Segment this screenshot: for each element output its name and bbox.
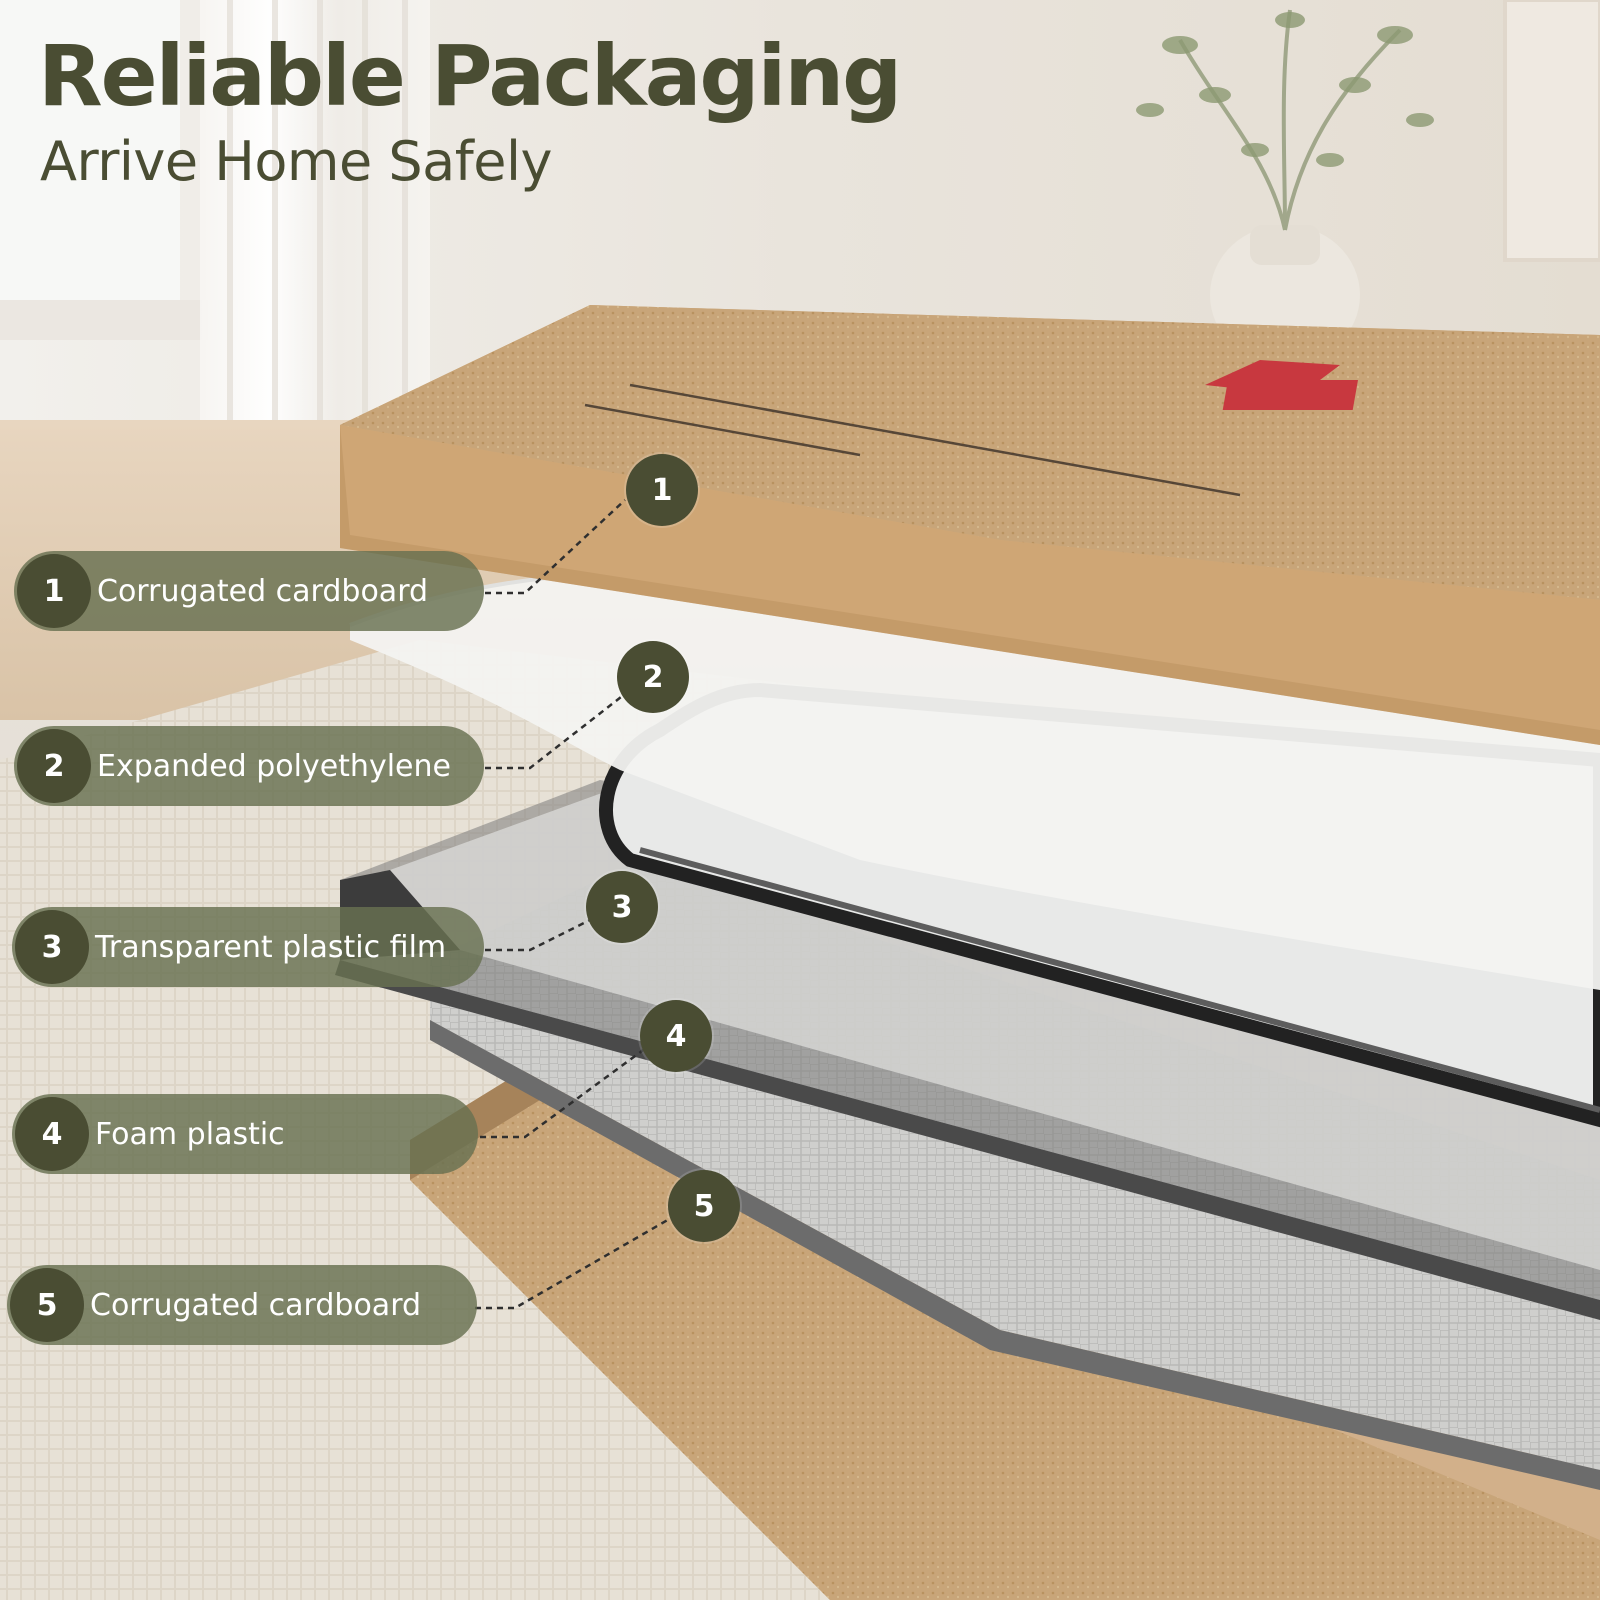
layer-badge-2: 2 — [617, 641, 689, 713]
callout-label-4: Foam plastic — [95, 1116, 285, 1152]
callout-pill-2: 2 Expanded polyethylene — [14, 726, 484, 806]
layer-badge-3: 3 — [586, 871, 658, 943]
callout-number-1: 1 — [17, 554, 91, 628]
connector-line-4 — [480, 1043, 651, 1139]
callout-label-5: Corrugated cardboard — [90, 1287, 422, 1323]
callout-label-3: Transparent plastic film — [95, 929, 447, 965]
callout-number-3: 3 — [15, 910, 89, 984]
layer-badge-4: 4 — [640, 1000, 712, 1072]
callout-label-1: Corrugated cardboard — [97, 573, 429, 609]
connector-line-2 — [485, 689, 631, 770]
callout-number-5: 5 — [10, 1268, 84, 1342]
callout-number-4: 4 — [15, 1097, 89, 1171]
callout-label-2: Expanded polyethylene — [97, 748, 451, 784]
layer-badge-1: 1 — [626, 454, 698, 526]
connector-line-5 — [475, 1208, 686, 1310]
callout-number-2: 2 — [17, 729, 91, 803]
callout-pill-5: 5 Corrugated cardboard — [7, 1265, 477, 1345]
connector-line-1 — [485, 499, 626, 595]
layer-badge-5: 5 — [668, 1170, 740, 1242]
page-subtitle: Arrive Home Safely — [40, 130, 552, 193]
callout-pill-4: 4 Foam plastic — [12, 1094, 478, 1174]
callout-pill-1: 1 Corrugated cardboard — [14, 551, 484, 631]
callout-pill-3: 3 Transparent plastic film — [12, 907, 484, 987]
connector-line-3 — [485, 913, 601, 952]
page-title: Reliable Packaging — [38, 27, 902, 125]
